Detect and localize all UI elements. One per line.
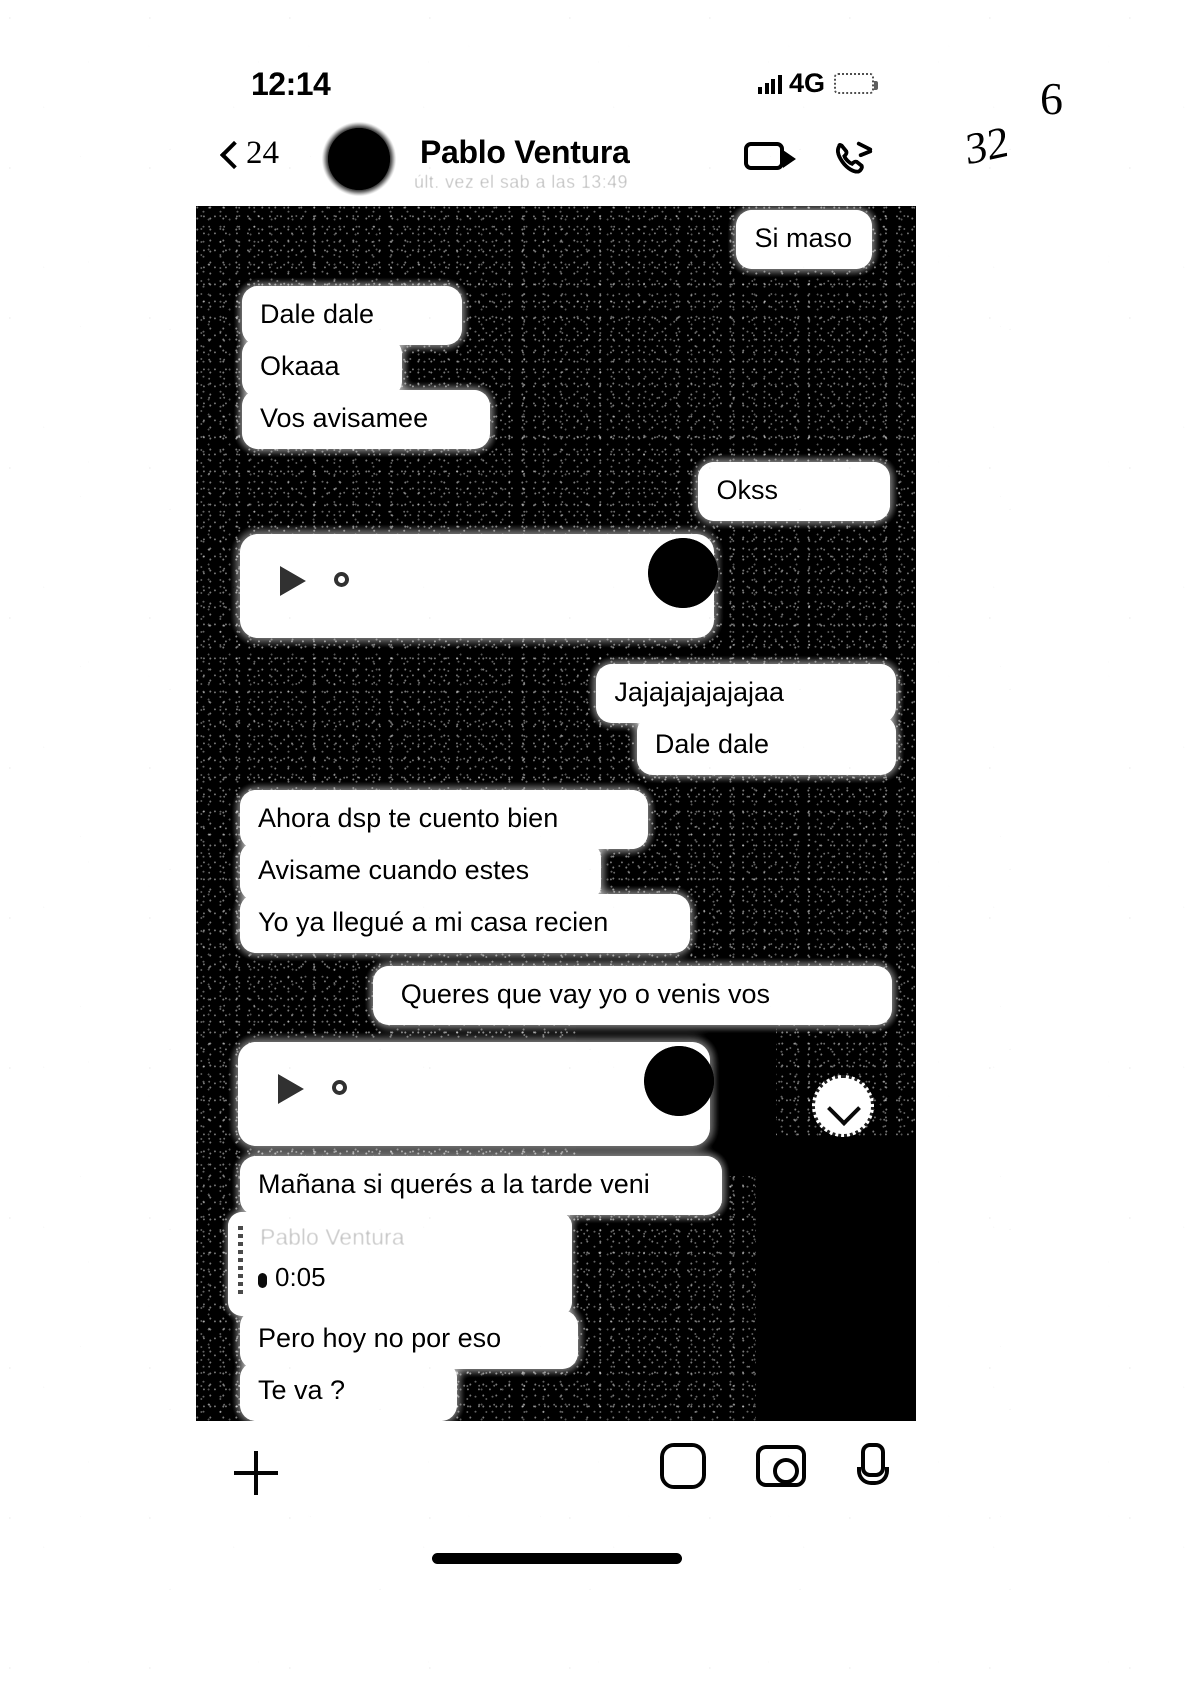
back-chevron-icon[interactable]: [218, 142, 238, 170]
video-camera-icon[interactable]: [744, 142, 796, 170]
waveform-icon: [332, 1080, 347, 1095]
microphone-icon[interactable]: [856, 1443, 889, 1489]
message-bubble[interactable]: Avisame cuando estes: [242, 844, 600, 899]
avatar[interactable]: [328, 128, 390, 190]
composer-actions: [660, 1443, 889, 1489]
message-bubble[interactable]: Yo ya llegué a mi casa recien: [242, 896, 689, 951]
signal-bars-icon: [758, 74, 782, 94]
unread-count-label[interactable]: 24: [246, 135, 279, 171]
handwritten-annotation-32: 32: [963, 116, 1011, 175]
message-list[interactable]: Si maso Dale dale Okaaa Vos avisamee Oks…: [196, 206, 916, 1421]
message-bubble[interactable]: Jajajajajajajaa: [598, 666, 894, 721]
status-indicators: 4G: [758, 68, 878, 99]
message-bubble[interactable]: Si maso: [738, 212, 870, 267]
handwritten-annotation-6: 6: [1040, 73, 1063, 124]
message-bubble[interactable]: Dale dale: [244, 288, 461, 343]
page-title[interactable]: Pablo Ventura: [420, 134, 630, 170]
reply-accent-bar: [238, 1226, 243, 1298]
waveform-icon: [334, 572, 349, 587]
message-bubble[interactable]: Mañana si querés a la tarde veni: [242, 1158, 720, 1213]
chat-header: 24 Pablo Ventura últ. vez el sab a las 1…: [196, 128, 916, 208]
reply-quote-block[interactable]: Pablo Ventura 0:05: [230, 1214, 570, 1314]
sticker-icon[interactable]: [660, 1443, 706, 1489]
message-bubble[interactable]: Ahora dsp te cuento bien: [242, 792, 647, 847]
plus-icon[interactable]: [234, 1451, 278, 1495]
contact-last-seen: últ. vez el sab a las 13:49: [414, 172, 628, 192]
phone-screenshot: 12:14 4G 24 Pablo Ventura últ. vez el sa…: [196, 0, 916, 1600]
avatar: [644, 1046, 714, 1116]
microphone-icon: [258, 1273, 267, 1288]
message-bubble[interactable]: Vos avisamee: [244, 392, 489, 447]
status-time: 12:14: [251, 66, 331, 102]
scan-artifact: [756, 1136, 916, 1421]
status-bar: 12:14 4G: [196, 62, 916, 114]
battery-icon: [834, 73, 878, 94]
play-icon[interactable]: [278, 1074, 304, 1104]
avatar: [648, 538, 718, 608]
reply-author-label: Pablo Ventura: [260, 1224, 405, 1250]
composer-bar: [196, 1421, 916, 1541]
phone-icon[interactable]: [830, 136, 876, 182]
home-indicator: [432, 1553, 682, 1564]
chevron-down-icon[interactable]: [812, 1075, 874, 1137]
message-bubble[interactable]: Dale dale: [638, 718, 894, 773]
voice-message-bubble[interactable]: [240, 1044, 714, 1144]
reply-duration-label: 0:05: [275, 1262, 326, 1292]
message-bubble[interactable]: Okaaa: [244, 340, 400, 395]
message-bubble[interactable]: Pero hoy no por eso: [242, 1312, 577, 1367]
network-type-label: 4G: [788, 68, 825, 98]
message-bubble[interactable]: Queres que vay yo o venis vos: [374, 968, 890, 1023]
camera-icon[interactable]: [756, 1445, 806, 1487]
voice-message-bubble[interactable]: [242, 536, 718, 636]
reply-voice-duration: 0:05: [258, 1262, 326, 1293]
message-bubble[interactable]: Te va ?: [242, 1364, 456, 1419]
message-bubble[interactable]: Okss: [700, 464, 888, 519]
play-icon[interactable]: [280, 566, 306, 596]
